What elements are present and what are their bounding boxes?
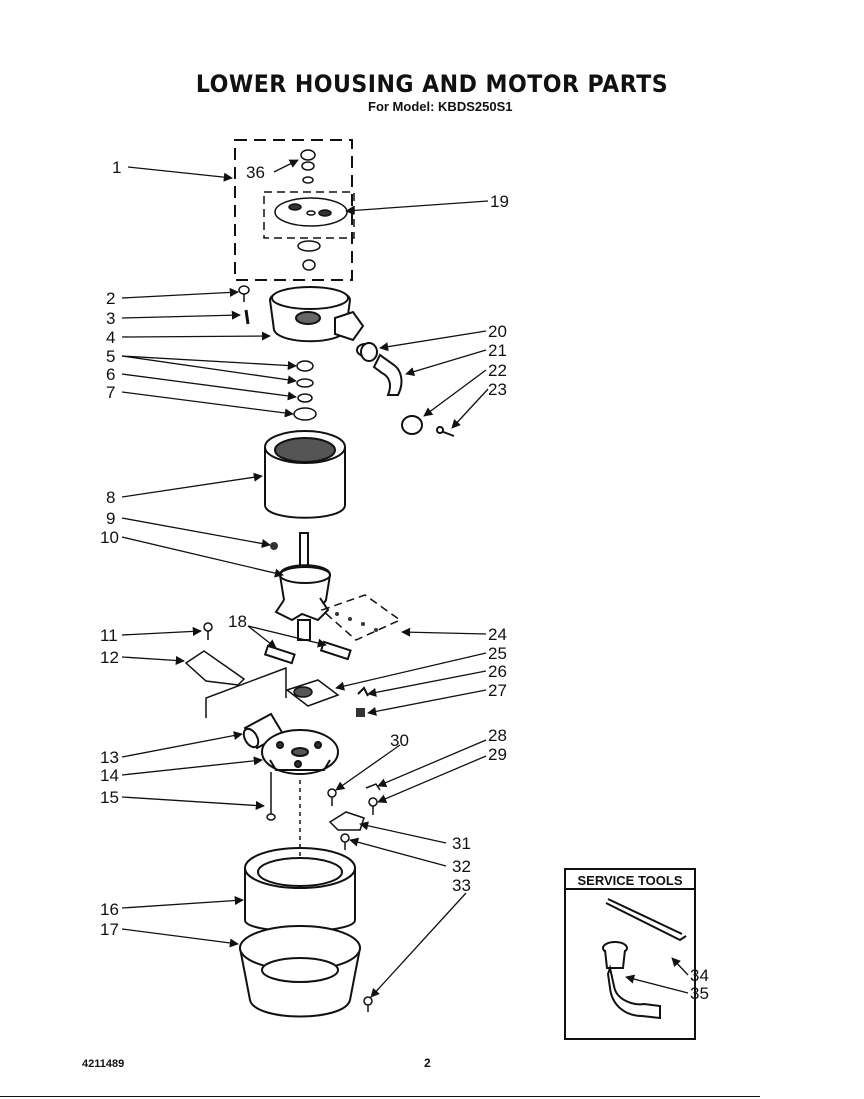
- service-tools-panel: SERVICE TOOLS: [564, 868, 696, 1040]
- callout-14: 14: [100, 766, 119, 785]
- shield-part-12: [184, 650, 246, 686]
- screw-part-2: [238, 285, 250, 302]
- leader-lines: [121, 159, 689, 998]
- clip-part-3: [244, 309, 250, 325]
- part-1-dashed-box: [234, 139, 353, 281]
- callout-16: 16: [100, 900, 119, 919]
- service-tools-title: SERVICE TOOLS: [578, 873, 683, 888]
- callout-23: 23: [488, 380, 507, 399]
- turntable-part-19: [274, 197, 348, 227]
- stator-part-8: [264, 430, 346, 519]
- callout-35: 35: [690, 984, 709, 1003]
- callout-27: 27: [488, 681, 507, 700]
- callout-19: 19: [490, 192, 509, 211]
- washers-parts-5-7: [293, 360, 317, 421]
- connector-part-27: [356, 708, 365, 717]
- fittings-parts-20-23: [360, 342, 455, 437]
- page-title: LOWER HOUSING AND MOTOR PARTS: [195, 70, 669, 98]
- callout-30: 30: [390, 731, 409, 750]
- callout-34: 34: [690, 966, 709, 985]
- callout-29: 29: [488, 745, 507, 764]
- callout-28: 28: [488, 726, 507, 745]
- part-19-dashed-box: [263, 191, 355, 239]
- clip-part-9: [270, 542, 278, 550]
- cover-plate-part-31: [328, 811, 365, 831]
- nut-part-36: [300, 149, 316, 184]
- callout-12: 12: [100, 648, 119, 667]
- callout-32: 32: [452, 857, 471, 876]
- callout-numbers: 1 36 19 2 3 4 5 6 7 20 21 22 23 8 9 10 1…: [100, 158, 709, 1003]
- callout-1: 1: [112, 158, 121, 177]
- callout-7: 7: [106, 383, 115, 402]
- callout-20: 20: [488, 322, 507, 341]
- part-24-dashed-box: [320, 594, 402, 641]
- springs-part-18: [263, 640, 352, 665]
- bottom-rule: [0, 1096, 760, 1097]
- callout-11: 11: [100, 626, 118, 645]
- callout-9: 9: [106, 509, 115, 528]
- model-subtitle: For Model: KBDS250S1: [368, 99, 513, 114]
- clip-part-26: [357, 686, 369, 697]
- grind-housing-part-4: [268, 286, 374, 357]
- drain-plug-tool-part-35: [602, 941, 661, 1020]
- callout-3: 3: [106, 309, 115, 328]
- callout-5: 5: [106, 347, 115, 366]
- callout-2: 2: [106, 289, 115, 308]
- callout-33: 33: [452, 876, 471, 895]
- screw-part-11: [203, 622, 213, 640]
- callout-6: 6: [106, 365, 115, 384]
- wire-bracket: [205, 666, 287, 718]
- callout-8: 8: [106, 488, 115, 507]
- bottom-plate-part-17: [238, 925, 362, 1018]
- callout-25: 25: [488, 644, 507, 663]
- callout-36: 36: [246, 163, 265, 182]
- lower-housing-part-16: [244, 780, 356, 933]
- screw-part-33: [363, 996, 373, 1012]
- brushes-part-24: [335, 612, 378, 632]
- end-bell-part-14: [261, 729, 339, 775]
- callout-4: 4: [106, 328, 115, 347]
- screws-parts-28-32: [327, 783, 381, 850]
- wrench-tool-part-34: [605, 898, 687, 942]
- callout-10: 10: [100, 528, 119, 547]
- callout-26: 26: [488, 662, 507, 681]
- washer-stack: [297, 240, 321, 271]
- callout-18: 18: [228, 612, 247, 631]
- callout-15: 15: [100, 788, 119, 807]
- callout-21: 21: [488, 341, 507, 360]
- rotor-part-10: [274, 532, 332, 641]
- page-number: 2: [424, 1056, 431, 1070]
- bolt-part-15: [266, 772, 276, 821]
- callout-13: 13: [100, 748, 119, 767]
- callout-22: 22: [488, 361, 507, 380]
- document-number: 4211489: [82, 1058, 125, 1070]
- callout-31: 31: [452, 834, 471, 853]
- callout-17: 17: [100, 920, 119, 939]
- callout-24: 24: [488, 625, 507, 644]
- switch-part-25: [285, 679, 340, 707]
